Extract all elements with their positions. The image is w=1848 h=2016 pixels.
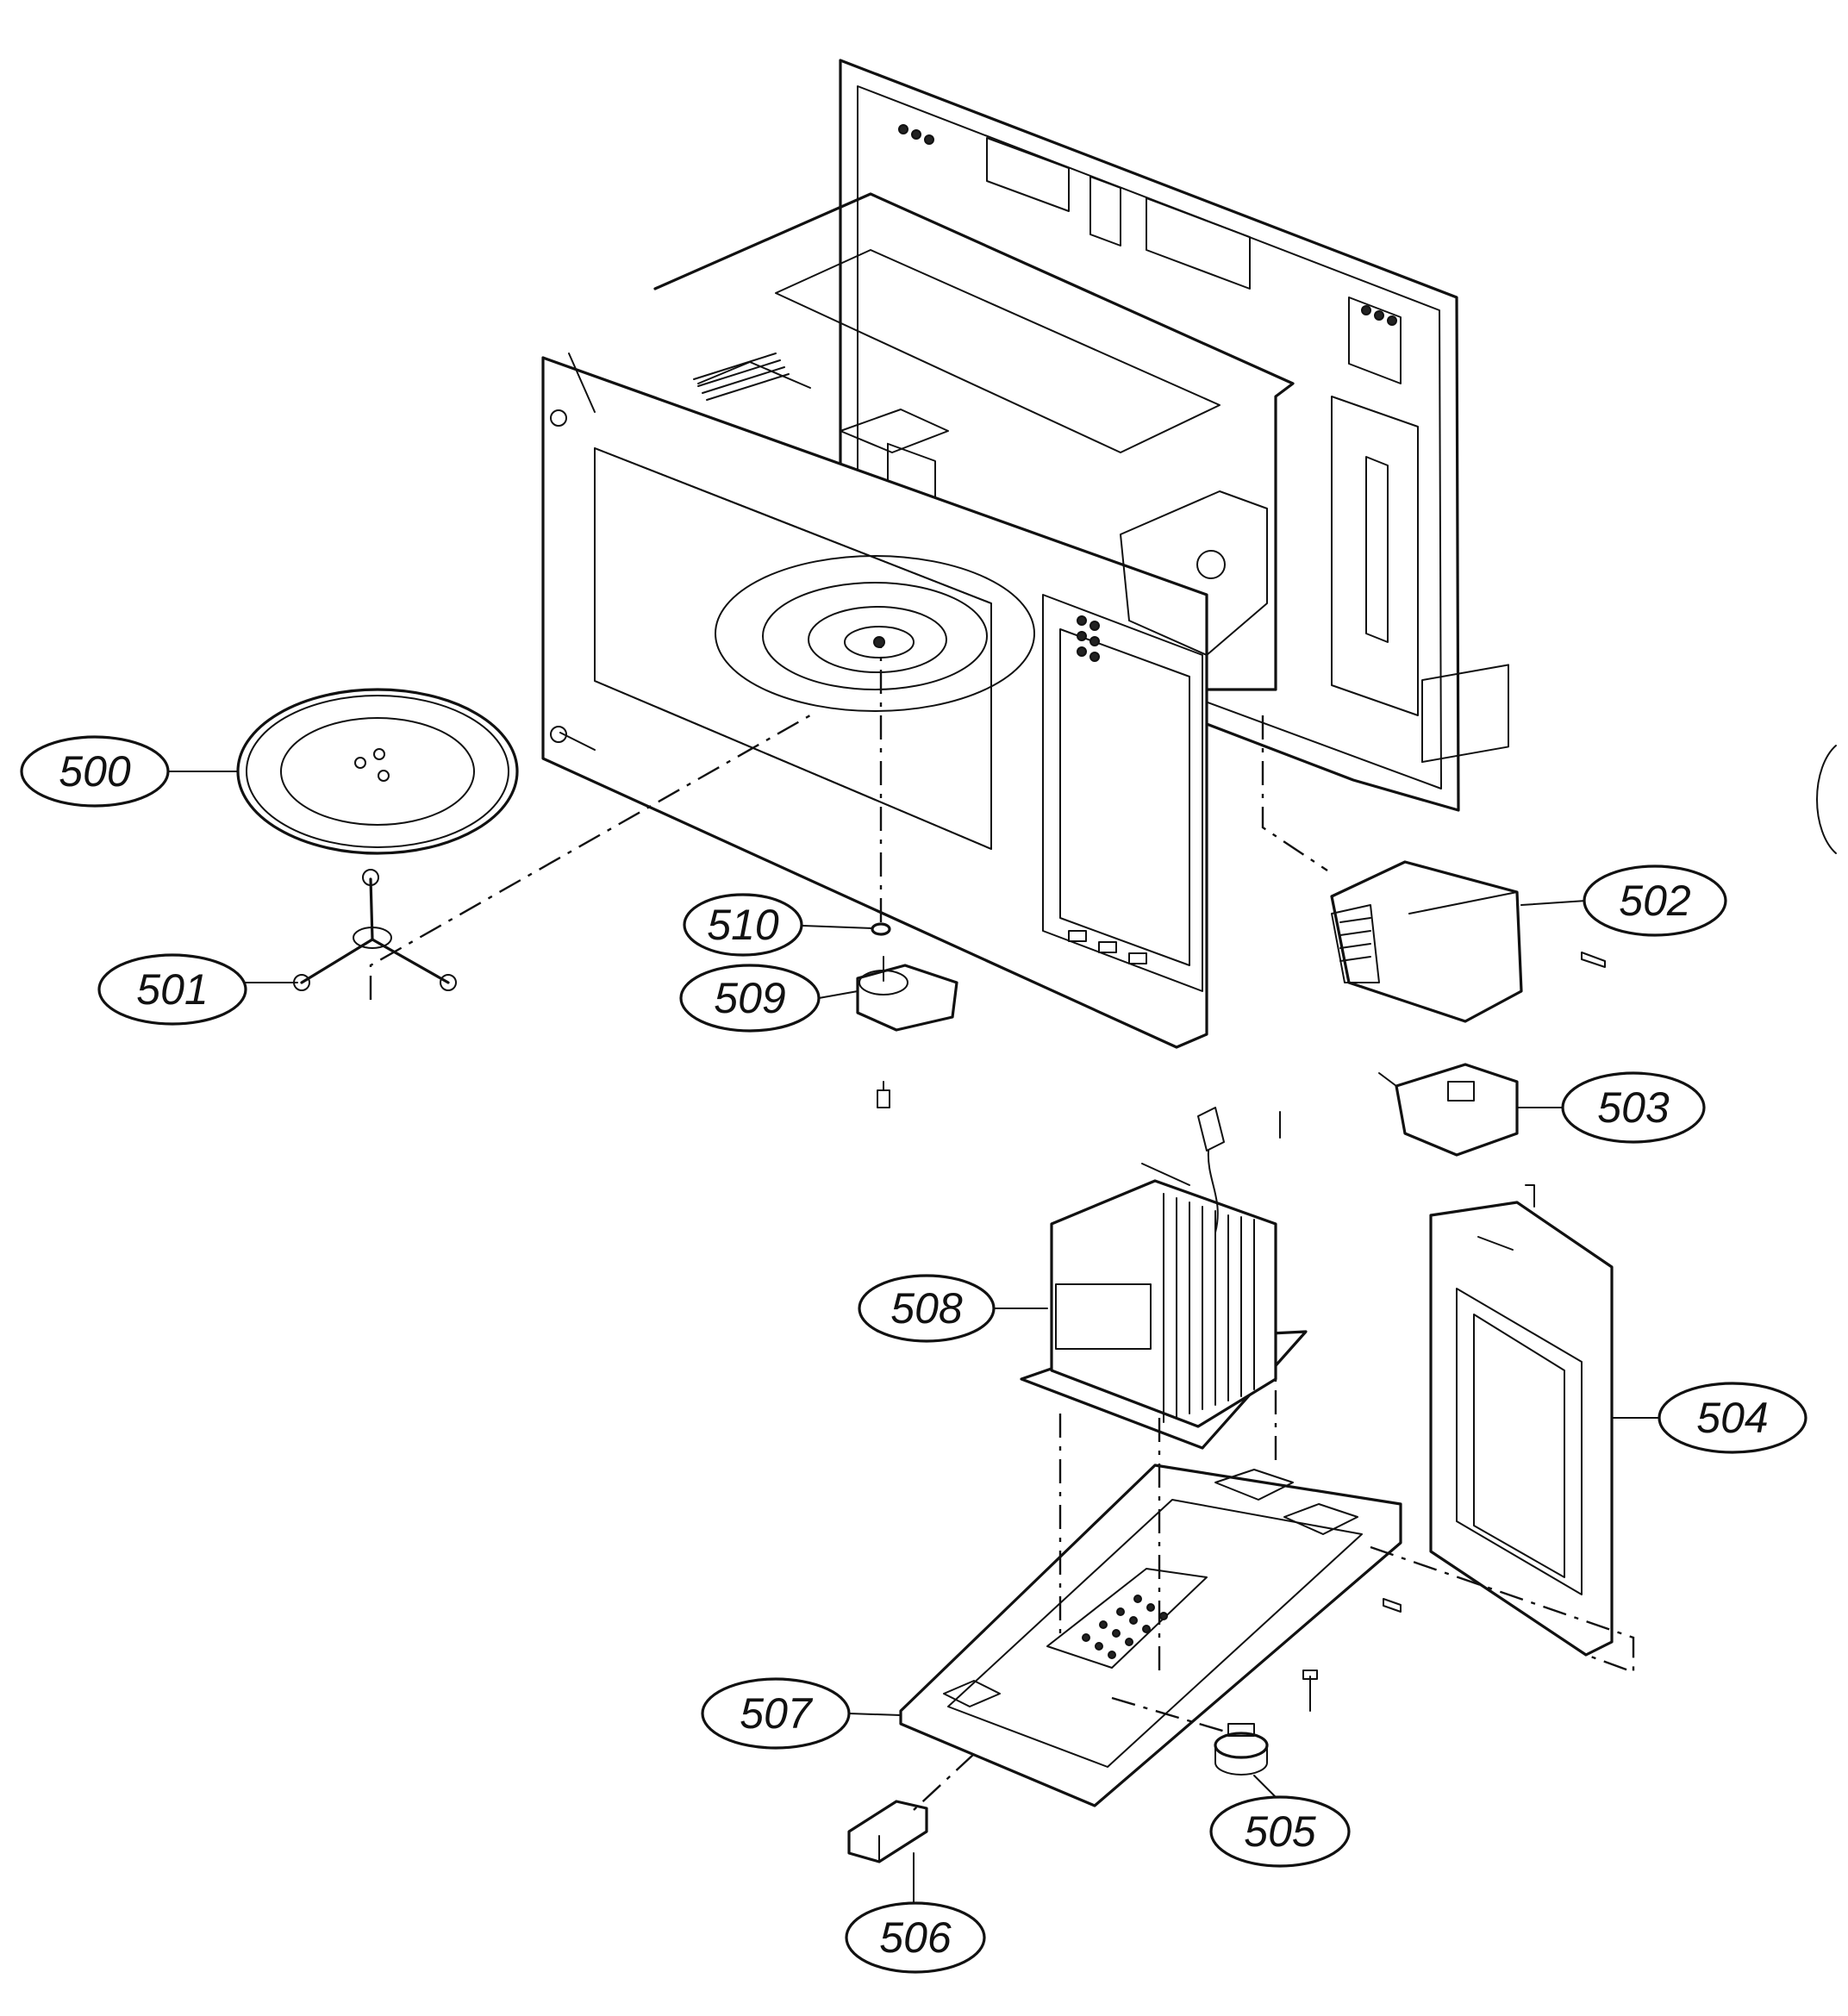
callout-505-label: 505 (1244, 1807, 1316, 1856)
high-voltage-transformer (1020, 1107, 1308, 1450)
callout-510-label: 510 (707, 901, 779, 949)
oven-cavity (541, 59, 1460, 1049)
high-voltage-fuse-holder (1378, 1063, 1519, 1157)
thermostat (1214, 1670, 1318, 1776)
callout-509: 509 (679, 964, 821, 1033)
assembly-guide-lines (369, 646, 1635, 1811)
callout-504-label: 504 (1696, 1394, 1768, 1442)
glass-turntable-tray (236, 688, 519, 855)
callout-500: 500 (20, 735, 170, 808)
callout-509-label: 509 (714, 974, 785, 1022)
callout-508-label: 508 (890, 1284, 963, 1333)
magnetron (1330, 664, 1606, 1023)
callout-506-label: 506 (879, 1913, 952, 1962)
waveguide-cover (1429, 1184, 1614, 1657)
base-plate (899, 1464, 1402, 1807)
callout-500-label: 500 (59, 747, 131, 796)
callout-507: 507 (701, 1677, 851, 1750)
callout-506: 506 (845, 1901, 986, 1974)
callout-504: 504 (1658, 1382, 1807, 1454)
callout-502-label: 502 (1619, 877, 1691, 925)
noise-filter (847, 1800, 928, 1897)
callout-505: 505 (1209, 1795, 1351, 1868)
callout-503: 503 (1561, 1071, 1706, 1144)
callout-510: 510 (683, 893, 803, 957)
callout-501: 501 (97, 953, 247, 1026)
edge-arc (1816, 745, 1837, 854)
callout-503-label: 503 (1597, 1083, 1670, 1132)
callout-502: 502 (1583, 864, 1727, 937)
callout-507-label: 507 (740, 1689, 814, 1738)
callout-501-label: 501 (136, 965, 208, 1014)
callout-508: 508 (858, 1274, 996, 1343)
turntable-motor (856, 922, 958, 1108)
